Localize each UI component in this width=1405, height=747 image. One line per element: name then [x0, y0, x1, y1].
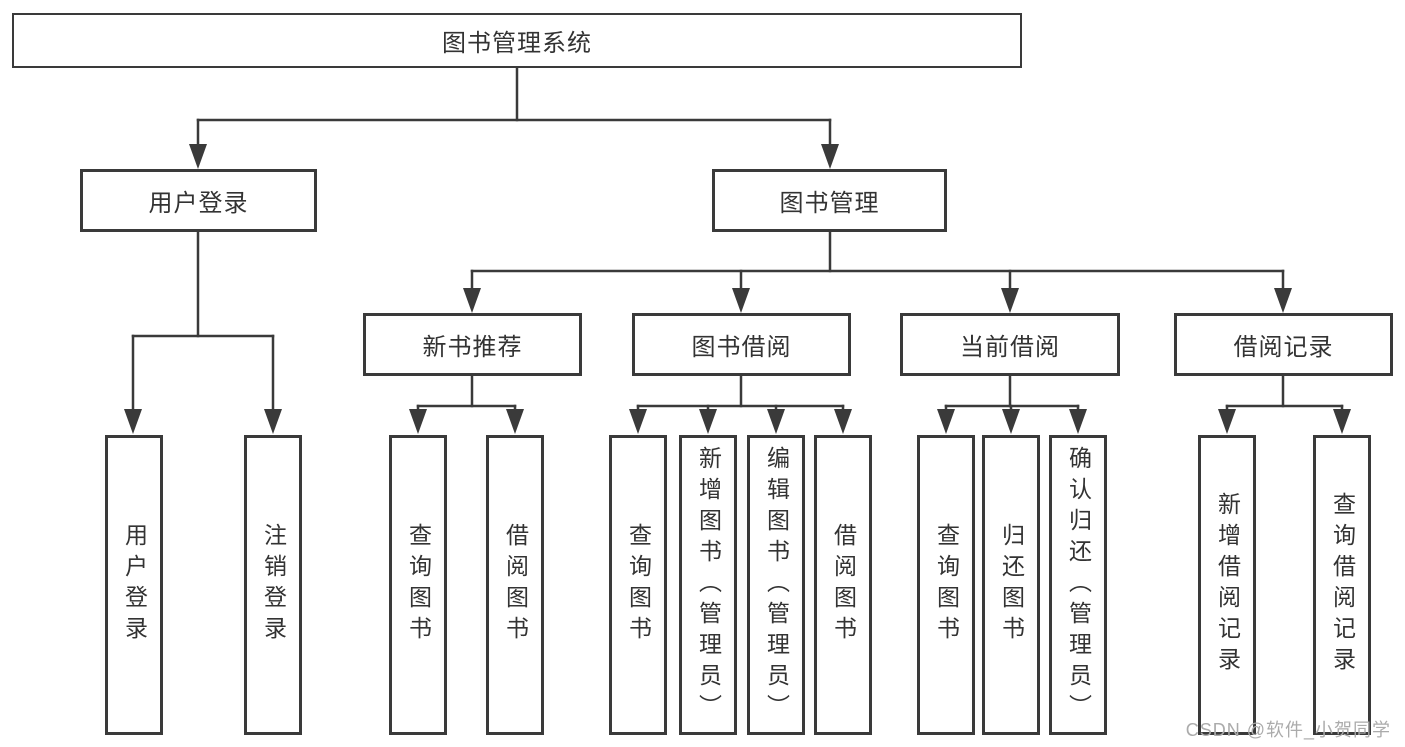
- leaf-new-query-books: 查询图书: [389, 435, 447, 735]
- node-book-mgmt: 图书管理: [712, 169, 947, 232]
- leaf-user-login: 用户登录: [105, 435, 163, 735]
- node-new-books: 新书推荐: [363, 313, 582, 376]
- leaf-logout: 注销登录: [244, 435, 302, 735]
- leaf-borrow-add-books: 新增图书（管理员）: [679, 435, 737, 735]
- leaf-current-query-books: 查询图书: [917, 435, 975, 735]
- leaf-current-return-books: 归还图书: [982, 435, 1040, 735]
- leaf-records-query-record-label: 查询借阅记录: [1329, 492, 1356, 678]
- leaf-records-query-record: 查询借阅记录: [1313, 435, 1371, 735]
- leaf-borrow-borrow-books: 借阅图书: [814, 435, 872, 735]
- wire-root-to-level2: [189, 66, 839, 169]
- leaf-current-confirm-return: 确认归还（管理员）: [1049, 435, 1107, 735]
- csdn-watermark: CSDN @软件_小贺同学: [1185, 720, 1391, 740]
- leaf-borrow-edit-books: 编辑图书（管理员）: [747, 435, 805, 735]
- leaf-borrow-query-books-label: 查询图书: [625, 523, 652, 647]
- node-user-login: 用户登录: [80, 169, 317, 232]
- leaf-borrow-edit-books-label: 编辑图书（管理员）: [763, 445, 790, 725]
- leaf-records-add-record-label: 新增借阅记录: [1214, 492, 1241, 678]
- wire-user-login-to-leaves: [124, 230, 282, 434]
- leaf-new-borrow-books: 借阅图书: [486, 435, 544, 735]
- node-root: 图书管理系统: [12, 13, 1022, 68]
- leaf-records-add-record: 新增借阅记录: [1198, 435, 1256, 735]
- leaf-user-login-label: 用户登录: [121, 523, 148, 647]
- leaf-current-query-books-label: 查询图书: [933, 523, 960, 647]
- wire-book-mgmt-to-level3: [463, 230, 1292, 313]
- wire-borrow-records-to-leaves: [1218, 374, 1351, 434]
- leaf-new-borrow-books-label: 借阅图书: [502, 523, 529, 647]
- wire-new-books-to-leaves: [409, 374, 524, 434]
- node-book-borrow: 图书借阅: [632, 313, 851, 376]
- leaf-current-return-books-label: 归还图书: [998, 523, 1025, 647]
- leaf-borrow-add-books-label: 新增图书（管理员）: [695, 445, 722, 725]
- wire-current-borrow-to-leaves: [937, 374, 1087, 434]
- leaf-current-confirm-return-label: 确认归还（管理员）: [1065, 445, 1092, 725]
- leaf-new-query-books-label: 查询图书: [405, 523, 432, 647]
- node-borrow-records: 借阅记录: [1174, 313, 1393, 376]
- wire-book-borrow-to-leaves: [629, 374, 852, 434]
- leaf-logout-label: 注销登录: [260, 523, 287, 647]
- node-current-borrow: 当前借阅: [900, 313, 1120, 376]
- leaf-borrow-borrow-books-label: 借阅图书: [830, 523, 857, 647]
- leaf-borrow-query-books: 查询图书: [609, 435, 667, 735]
